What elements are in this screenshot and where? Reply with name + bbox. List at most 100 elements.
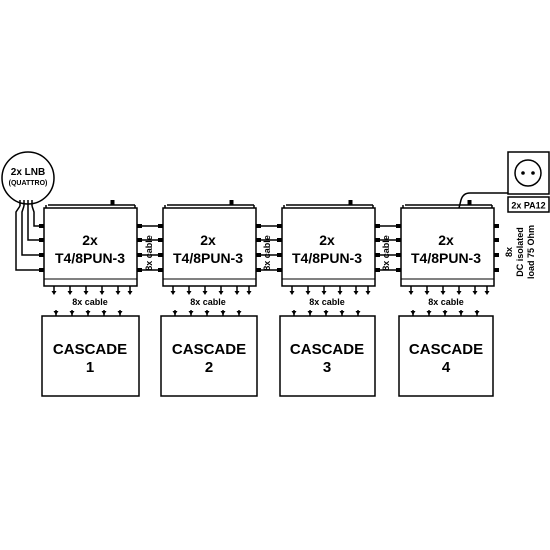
cascade-3-input-arrow-3 xyxy=(323,311,329,315)
cascade-1-label: CASCADE xyxy=(53,341,127,358)
multiswitch-3-down-arrow-4 xyxy=(337,291,343,295)
cascade-3-label: CASCADE xyxy=(290,341,364,358)
cascade-2-input-arrow-3 xyxy=(204,311,210,315)
multiswitch-3-input-1 xyxy=(277,224,282,228)
multiswitch-1-output-2 xyxy=(137,238,142,242)
multiswitch-3-down-arrow-2 xyxy=(305,291,311,295)
multiswitch-1-line2: T4/8PUN-3 xyxy=(55,250,125,266)
cascade-2-input-arrow-1 xyxy=(172,311,178,315)
multiswitch-2-down-arrow-4 xyxy=(218,291,224,295)
multiswitch-2-input-2 xyxy=(158,238,163,242)
multiswitch-4-down-arrow-1 xyxy=(408,291,414,295)
cascade-4-box xyxy=(398,315,494,397)
multiswitch-2-down-arrow-2 xyxy=(186,291,192,295)
multiswitch-3-down-arrow-5 xyxy=(353,291,359,295)
multiswitch-2-output-4 xyxy=(256,268,261,272)
lnb-sublabel: (QUATTRO) xyxy=(9,180,48,187)
cascade-2-input-arrow-4 xyxy=(220,311,226,315)
multiswitch-3-down-arrow-1 xyxy=(289,291,295,295)
cascade-3-number: 3 xyxy=(323,359,331,376)
multiswitch-4-power-connector xyxy=(467,200,472,205)
cascade-1-input-arrow-5 xyxy=(117,311,123,315)
socket-icon xyxy=(514,159,542,187)
multiswitch-1-output-4 xyxy=(137,268,142,272)
multiswitch-4-output-3 xyxy=(494,253,499,257)
multiswitch-3-output-4 xyxy=(375,268,380,272)
cascade-4-input-arrow-3 xyxy=(442,311,448,315)
multiswitch-2-line1: 2x xyxy=(200,232,216,248)
multiswitch-3-input-2 xyxy=(277,238,282,242)
multiswitch-2-output-2 xyxy=(256,238,261,242)
side-cable-label-2: 8x cable xyxy=(262,235,272,271)
power-supply: 2x PA12 xyxy=(458,151,550,213)
cascade-3-box xyxy=(279,315,376,397)
cable-label-3: 8x cable xyxy=(309,297,345,307)
multiswitch-4-output-1 xyxy=(494,224,499,228)
cable-label-2: 8x cable xyxy=(190,297,226,307)
multiswitch-1-input-4 xyxy=(39,268,44,272)
cascade-4-input-arrow-1 xyxy=(410,311,416,315)
multiswitch-2-output-1 xyxy=(256,224,261,228)
multiswitch-3-body xyxy=(281,207,376,287)
multiswitch-4-line2: T4/8PUN-3 xyxy=(411,250,481,266)
multiswitch-1-down-arrow-6 xyxy=(127,291,133,295)
cascade-4-input-arrow-4 xyxy=(458,311,464,315)
cascade-1-input-arrow-4 xyxy=(101,311,107,315)
multiswitch-1-down-arrow-5 xyxy=(115,291,121,295)
multiswitch-2-down-arrow-6 xyxy=(246,291,252,295)
load-label-line2: DC isolated xyxy=(515,227,525,277)
cascade-4-input-arrow-2 xyxy=(426,311,432,315)
side-cable-label-3: 8x cable xyxy=(381,235,391,271)
cascade-1-number: 1 xyxy=(86,359,94,376)
multiswitch-1-down-arrow-1 xyxy=(51,291,57,295)
multiswitch-2-line2: T4/8PUN-3 xyxy=(173,250,243,266)
cascade-4-number: 4 xyxy=(442,359,451,376)
multiswitch-4-down-arrow-5 xyxy=(472,291,478,295)
multiswitch-1-output-3 xyxy=(137,253,142,257)
multiswitch-3-input-3 xyxy=(277,253,282,257)
multiswitch-1-input-2 xyxy=(39,238,44,242)
cascade-1-input-arrow-3 xyxy=(85,311,91,315)
multiswitch-3-input-4 xyxy=(277,268,282,272)
multiswitch-4-input-2 xyxy=(396,238,401,242)
multiswitch-3-down-arrow-6 xyxy=(365,291,371,295)
cascade-2-box xyxy=(160,315,258,397)
multiswitch-3-down-arrow-3 xyxy=(321,291,327,295)
load-label-line1: 8x xyxy=(504,247,514,257)
cascade-3-input-arrow-1 xyxy=(291,311,297,315)
cascade-4-input-arrow-5 xyxy=(474,311,480,315)
cable-label-1: 8x cable xyxy=(72,297,108,307)
cable-label-4: 8x cable xyxy=(428,297,464,307)
cascade-2-input-arrow-2 xyxy=(188,311,194,315)
cascade-1-input-arrow-2 xyxy=(69,311,75,315)
multiswitch-2-output-3 xyxy=(256,253,261,257)
multiswitch-4-input-4 xyxy=(396,268,401,272)
multiswitch-3-line2: T4/8PUN-3 xyxy=(292,250,362,266)
multiswitch-1-down-arrow-2 xyxy=(67,291,73,295)
side-cable-label-1: 8x cable xyxy=(144,235,154,271)
multiswitch-1-input-3 xyxy=(39,253,44,257)
multiswitch-1-down-arrow-4 xyxy=(99,291,105,295)
multiswitch-2-input-3 xyxy=(158,253,163,257)
multiswitch-1-input-1 xyxy=(39,224,44,228)
multiswitch-1-power-connector xyxy=(110,200,115,205)
multiswitch-4-input-3 xyxy=(396,253,401,257)
cascade-3-input-arrow-4 xyxy=(339,311,345,315)
multiswitch-2-down-arrow-1 xyxy=(170,291,176,295)
multiswitch-4-body xyxy=(400,207,495,287)
lnb-icon xyxy=(1,151,55,205)
multiswitch-3-output-3 xyxy=(375,253,380,257)
cascade-2-number: 2 xyxy=(205,359,213,376)
multiswitch-4-down-arrow-6 xyxy=(484,291,490,295)
multiswitch-3-output-1 xyxy=(375,224,380,228)
cascade-4-label: CASCADE xyxy=(409,341,483,358)
cascade-2-input-arrow-5 xyxy=(236,311,242,315)
multiswitch-4-output-4 xyxy=(494,268,499,272)
multiswitch-3-output-2 xyxy=(375,238,380,242)
load-label-line3: load 75 Ohm xyxy=(526,225,536,279)
multiswitch-1-output-1 xyxy=(137,224,142,228)
multiswitch-4-down-arrow-4 xyxy=(456,291,462,295)
multiswitch-1-line1: 2x xyxy=(82,232,98,248)
multiswitch-2-down-arrow-5 xyxy=(234,291,240,295)
